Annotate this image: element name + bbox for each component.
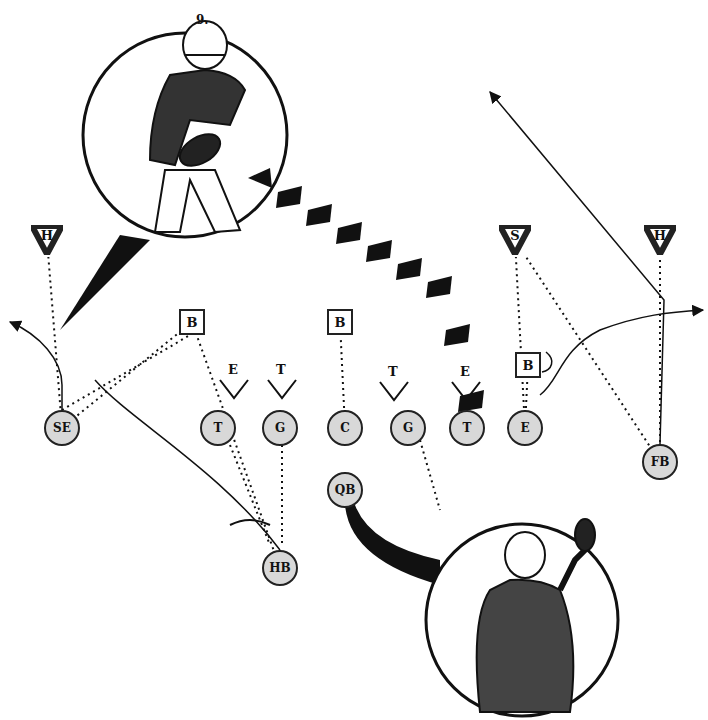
assignment-line [526, 380, 527, 408]
jersey-number: 9. [196, 14, 209, 26]
assignment-line [659, 257, 661, 442]
player-label: QB [335, 484, 356, 496]
player-label: G [275, 422, 285, 434]
player-label: B [335, 316, 346, 329]
assignment-line [48, 257, 60, 408]
back-triangle: H [31, 225, 63, 255]
route-line [95, 380, 280, 550]
inset-pointer [60, 235, 150, 330]
pass-arrow [248, 168, 484, 412]
linebacker-box: B [327, 309, 353, 335]
offense-player: T [449, 410, 485, 446]
player-label: S [510, 229, 519, 242]
player-label: HB [269, 562, 290, 574]
offense-player: E [507, 410, 543, 446]
player-label: FB [651, 456, 670, 468]
route-line [542, 352, 552, 372]
offense-player: T [200, 410, 236, 446]
defender-mark [220, 380, 480, 400]
player-label: G [403, 422, 413, 434]
assignment-line [62, 335, 440, 545]
defender-label: T [388, 365, 398, 378]
linebacker-box: B [515, 352, 541, 378]
player-label: E [520, 422, 529, 434]
passer-figure [477, 519, 595, 712]
player-label: SE [53, 422, 71, 434]
triangle-outline [32, 226, 62, 254]
offense-player: C [327, 410, 363, 446]
route-line [540, 310, 703, 395]
assignment-line [526, 257, 649, 445]
defender-label: E [228, 363, 238, 376]
player-label: H [654, 229, 666, 242]
runner-figure [150, 21, 245, 232]
defender-label: T [276, 363, 286, 376]
defender-label: E [460, 365, 470, 378]
offense-player: G [390, 410, 426, 446]
player-label: C [340, 422, 350, 434]
offense-player: QB [327, 472, 363, 508]
player-label: B [187, 316, 198, 329]
offense-player: FB [642, 444, 678, 480]
block-mark [230, 520, 270, 525]
assignment-line [516, 257, 524, 408]
player-label: B [523, 359, 534, 372]
assignment-line [197, 337, 273, 549]
route-line [490, 92, 664, 444]
triangle-outline [645, 226, 675, 254]
assignment-line [341, 337, 344, 408]
inset-pointer [345, 505, 440, 585]
assignment-line [78, 334, 177, 415]
player-label: T [463, 422, 472, 434]
inset-circle [426, 524, 618, 716]
offense-player: SE [44, 410, 80, 446]
linebacker-box: B [179, 309, 205, 335]
inset-circle [83, 33, 287, 237]
triangle-outline [500, 226, 530, 254]
offense-player: G [262, 410, 298, 446]
player-label: H [41, 229, 53, 242]
player-label: T [214, 422, 223, 434]
offense-player: HB [262, 550, 298, 586]
back-triangle: H [644, 225, 676, 255]
back-triangle: S [499, 225, 531, 255]
